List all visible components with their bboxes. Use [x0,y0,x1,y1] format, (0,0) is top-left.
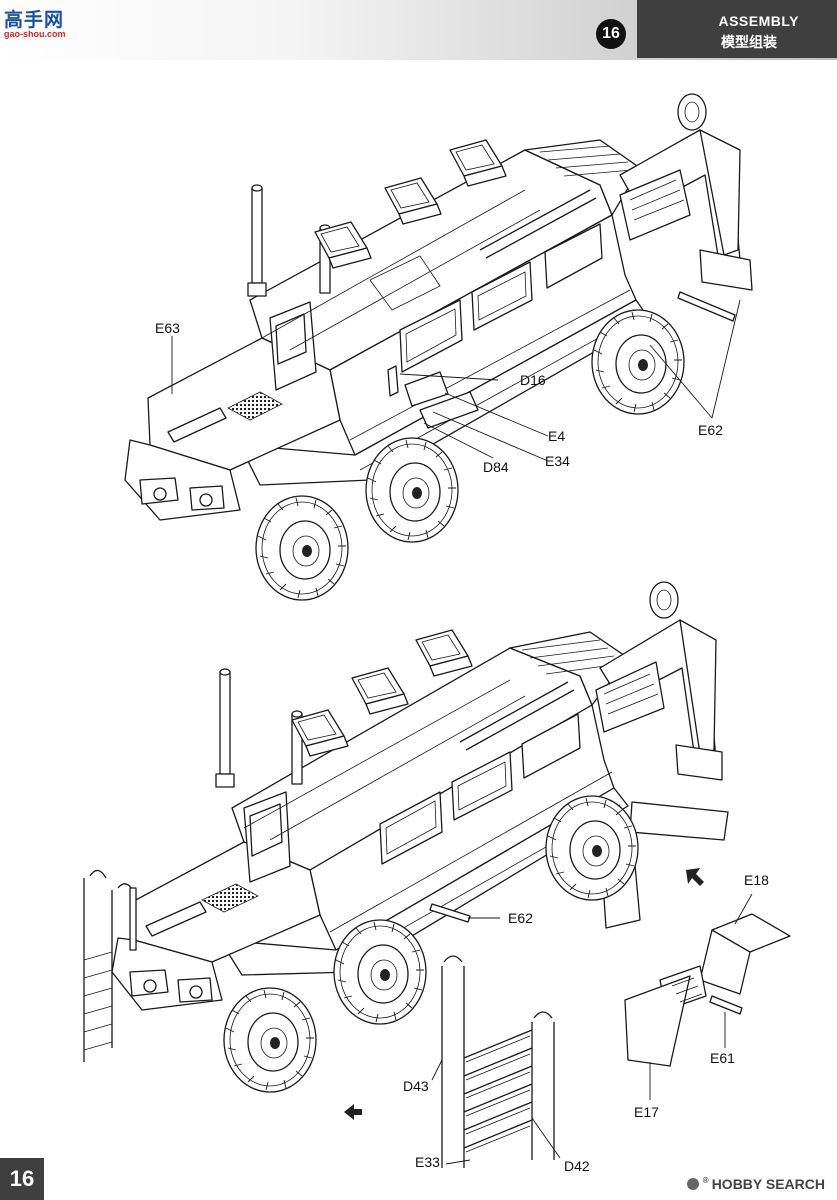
callout-d42: D42 [564,1158,590,1174]
bottom-middle-wheel [333,919,427,1025]
site-logo: 高手网 gao-shou.com [4,5,76,39]
bottom-front-wheel [223,987,317,1093]
callout-e61: E61 [710,1050,735,1066]
arrow-up-left-icon [686,868,704,886]
bottom-vehicle-body [83,581,729,1062]
top-vehicle-body [124,93,753,521]
assembly-title: ASSEMBLY [718,13,799,29]
callout-d84: D84 [483,459,509,475]
callout-e62-bottom: E62 [508,910,533,926]
callout-e62-top: E62 [698,422,723,438]
watermark: ®HOBBY SEARCH [686,1176,825,1192]
page-number: 16 [0,1158,44,1200]
assembly-subtitle: 模型组装 [721,35,777,51]
callout-e17: E17 [634,1104,659,1120]
bottom-rear-wheel [545,795,639,901]
watermark-text: HOBBY SEARCH [711,1176,825,1192]
callout-d16: D16 [520,372,546,388]
callout-e34: E34 [545,453,570,469]
assembly-header-box [637,0,837,58]
callout-d43: D43 [403,1078,429,1094]
ladder-part [431,955,561,1168]
step-number-badge: 16 [596,19,626,49]
callout-e63: E63 [155,320,180,336]
arrow-left-icon [344,1104,362,1120]
top-rear-wheel [591,309,685,415]
callout-e4: E4 [548,428,566,444]
site-logo-url: gao-shou.com [4,29,66,39]
callout-e18: E18 [744,872,769,888]
site-logo-text: 高手网 [4,9,65,31]
top-front-wheel [255,495,349,601]
callout-e33: E33 [415,1154,440,1170]
top-middle-wheel [365,437,459,543]
watermark-logo-icon [686,1178,699,1190]
mudflap-part [624,893,791,1100]
